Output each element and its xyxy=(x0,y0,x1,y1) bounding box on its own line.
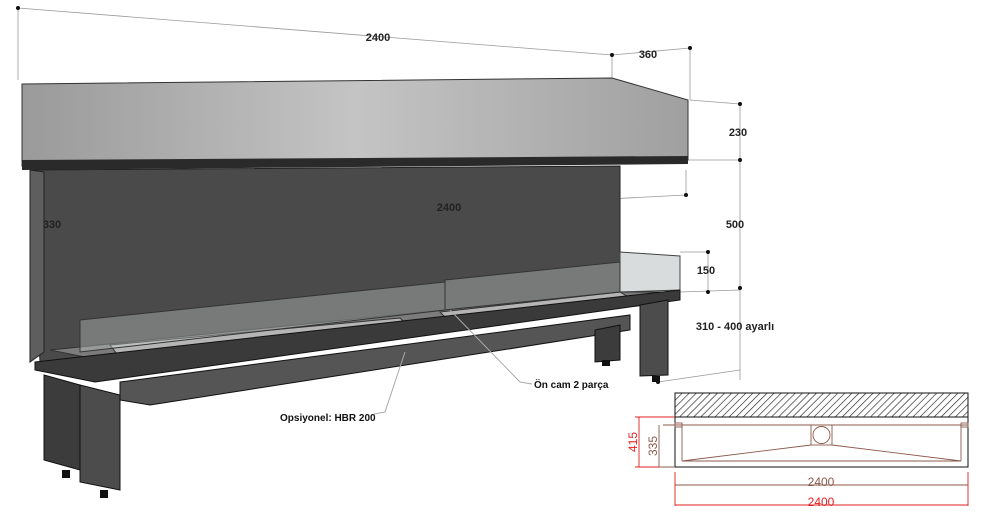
leg xyxy=(79,384,121,491)
leg-feet xyxy=(62,360,660,498)
leg xyxy=(43,374,81,471)
side-panel xyxy=(29,169,45,363)
hood-bottom-edge xyxy=(22,156,688,170)
leg xyxy=(594,324,621,363)
section-body xyxy=(674,416,969,468)
dim-leg-height: 310 - 400 ayarlı xyxy=(696,321,774,333)
dim-side-depth: 330 xyxy=(43,219,61,231)
dim-opening-height: 500 xyxy=(726,219,744,231)
leg xyxy=(639,299,669,377)
callout-optional: Opsiyonel: HBR 200 xyxy=(280,413,376,424)
dim-inner-width: 2400 xyxy=(437,202,461,214)
dim-total-width: 2400 xyxy=(366,32,390,44)
section-width-outer: 2400 xyxy=(808,495,835,509)
dim-depth: 360 xyxy=(639,49,657,61)
section-hatched-top xyxy=(674,392,969,418)
dim-hood-height: 230 xyxy=(729,127,747,139)
base-frame xyxy=(34,289,681,383)
section-red-dims xyxy=(635,416,969,506)
section-height-inner: 335 xyxy=(646,436,660,456)
front-glass-right xyxy=(444,261,621,311)
section-width-inner: 2400 xyxy=(808,475,835,489)
hood xyxy=(21,77,689,167)
side-glass xyxy=(619,251,681,293)
section-drawing: 415 335 2400 2400 xyxy=(626,392,969,509)
dim-glass-height: 150 xyxy=(697,265,715,277)
section-height-outer: 415 xyxy=(626,432,640,452)
glass-leader xyxy=(449,309,533,385)
optional-leader xyxy=(373,351,406,415)
section-burner xyxy=(655,422,969,486)
callout-front-glass: Ön cam 2 parça xyxy=(534,378,609,391)
